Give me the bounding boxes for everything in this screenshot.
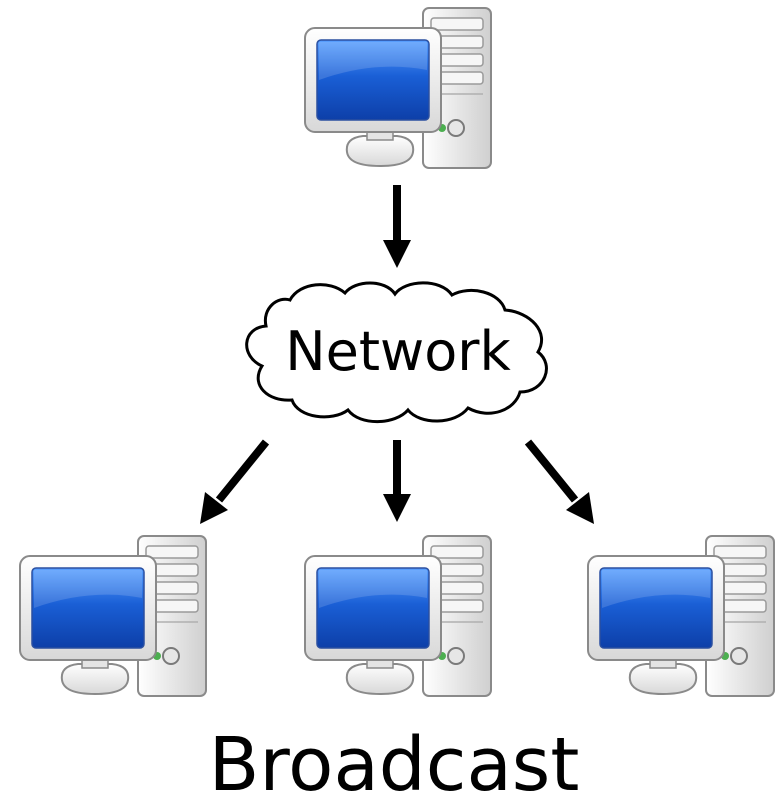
sender-computer-icon [304, 7, 492, 169]
arrow-sender-to-network [383, 185, 411, 268]
arrow-network-to-left [200, 439, 270, 524]
receiver-computer-icon-right [587, 535, 775, 697]
network-label: Network [285, 320, 511, 383]
cloud-icon: Network [245, 281, 548, 424]
arrow-network-to-center [383, 440, 411, 522]
diagram-caption: Broadcast [209, 722, 580, 800]
arrow-network-to-right [524, 439, 594, 524]
receiver-computer-icon-center [304, 535, 492, 697]
receiver-computer-icon-left [19, 535, 207, 697]
